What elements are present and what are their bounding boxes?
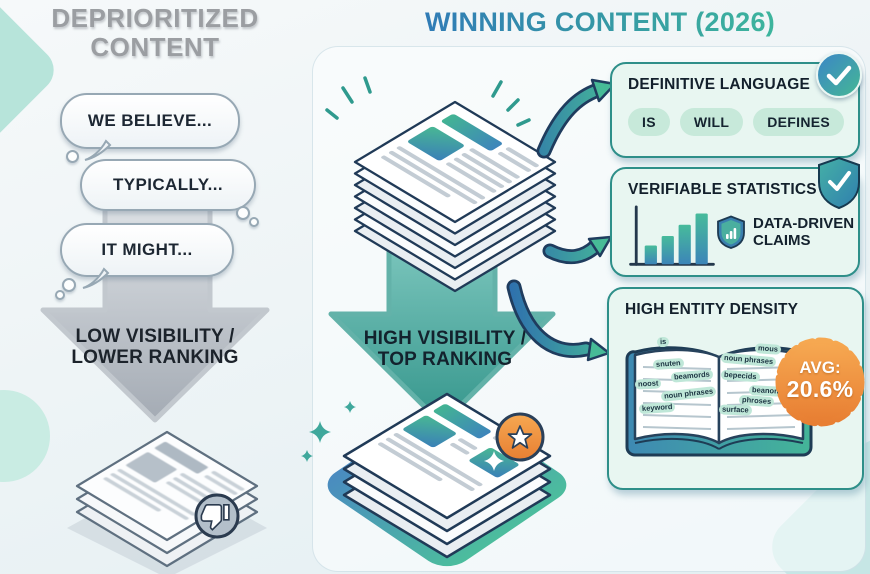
top-ranking-stack: [301, 392, 567, 567]
claims-text-line1: DATA-DRIVEN: [753, 215, 855, 232]
high-visibility-label-line1: HIGH VISIBILITY /: [363, 328, 527, 349]
deprioritized-title: DEPRIORITIZED CONTENT: [38, 4, 272, 62]
data-driven-claims: DATA-DRIVEN CLAIMS: [716, 215, 854, 249]
bubble-dot: [236, 206, 250, 220]
card-high-entity-density: HIGH ENTITY DENSITY is snuten: [607, 287, 865, 490]
bubble-we-believe-text: WE BELIEVE...: [87, 111, 213, 130]
winning-document-stack: [353, 100, 557, 293]
entity-term-chip: noost: [634, 378, 662, 390]
card-entity-title: HIGH ENTITY DENSITY: [625, 301, 799, 318]
bubble-dot: [66, 150, 79, 163]
sparkle-lines: [325, 76, 531, 127]
bubble-it-might: IT MIGHT...: [60, 223, 234, 277]
card-definitive-title: DEFINITIVE LANGUAGE: [628, 76, 811, 93]
avg-badge-label: AVG:: [799, 358, 841, 377]
deprioritized-title-line1: DEPRIORITIZED: [51, 3, 259, 33]
claims-text-line2: CLAIMS: [753, 232, 811, 249]
shield-check-badge-icon: [818, 156, 860, 210]
deprioritized-title-line2: CONTENT: [90, 32, 220, 62]
pill-defines: DEFINES: [753, 108, 845, 136]
deprioritized-document-stack: [67, 430, 267, 574]
bubble-dot: [249, 217, 259, 227]
bar-chart-icon: [629, 205, 715, 266]
branch-arrows: [506, 78, 617, 362]
bubble-it-might-text: IT MIGHT...: [101, 240, 193, 259]
low-visibility-label-line1: LOW VISIBILITY /: [75, 326, 235, 347]
winning-title: WINNING CONTENT (2026): [375, 7, 825, 38]
definitive-pill-row: IS WILL DEFINES: [628, 108, 845, 136]
high-visibility-label: HIGH VISIBILITY / TOP RANKING: [337, 328, 553, 370]
bubble-tail-1: [84, 139, 112, 161]
thumbs-down-icon: [194, 493, 240, 539]
bubble-dot: [62, 278, 76, 292]
bubble-tail-3: [82, 267, 110, 289]
bubble-we-believe: WE BELIEVE...: [60, 93, 240, 149]
bubble-typically: TYPICALLY...: [80, 159, 256, 211]
sparkle-stars: [301, 401, 356, 462]
high-visibility-label-line2: TOP RANKING: [377, 349, 513, 370]
low-visibility-label-line2: LOWER RANKING: [71, 347, 239, 368]
entity-term-chip: snuten: [652, 357, 684, 371]
avg-seal-badge: [775, 337, 865, 427]
entity-term-chip: surface: [718, 404, 752, 416]
low-visibility-arrow: [40, 200, 270, 423]
bubble-typically-text: TYPICALLY...: [113, 175, 223, 194]
check-badge-icon: [816, 52, 862, 98]
bubble-dot: [55, 290, 65, 300]
small-star-sparkle: [484, 451, 504, 471]
mini-shield-icon: [717, 215, 745, 249]
avg-badge-value: 20.6%: [786, 376, 854, 402]
avg-badge-text: AVG: 20.6%: [772, 358, 868, 402]
pill-is: IS: [628, 108, 670, 136]
card-statistics-title: VERIFIABLE STATISTICS: [628, 181, 817, 198]
pill-will: WILL: [679, 108, 744, 136]
low-visibility-label: LOW VISIBILITY / LOWER RANKING: [42, 326, 268, 368]
star-badge-icon: [495, 412, 545, 462]
